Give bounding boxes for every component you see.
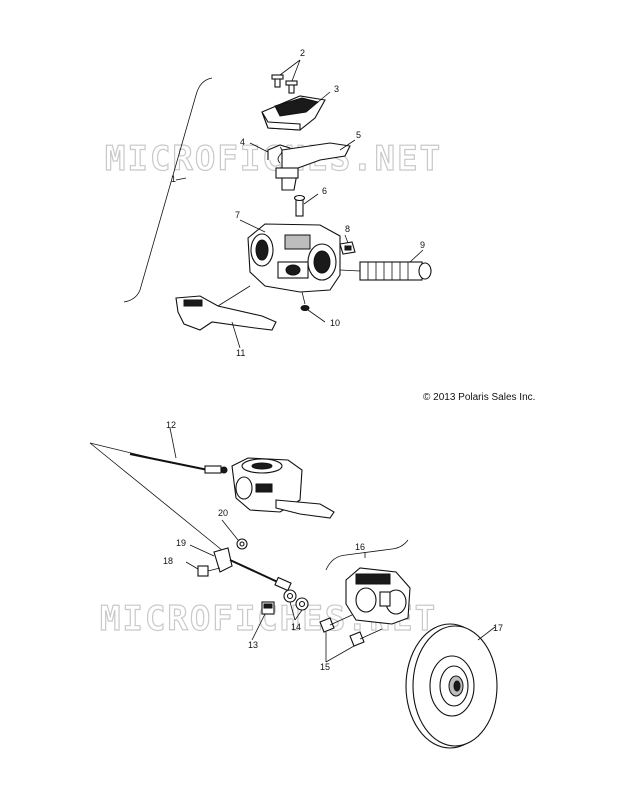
leader-4 (249, 142, 269, 153)
leader-19 (189, 544, 215, 557)
leader-5 (339, 139, 356, 151)
callout-14: 14 (291, 622, 301, 632)
leader-15b (325, 645, 355, 663)
callout-7: 7 (235, 210, 240, 220)
leader-10 (307, 309, 326, 323)
caliper-part-16 (345, 567, 411, 625)
cover-part-3 (261, 95, 326, 131)
pin-part-6 (293, 194, 306, 217)
leader-18 (185, 561, 199, 570)
lever-part-5 (275, 142, 351, 191)
leader-11 (231, 321, 241, 349)
brake-line (229, 559, 292, 592)
callout-8: 8 (345, 224, 350, 234)
callout-17: 17 (493, 623, 503, 633)
caliper-bolts-part-15 (319, 614, 383, 647)
callout-9: 9 (420, 240, 425, 250)
callout-2: 2 (300, 48, 305, 58)
leader-8 (344, 234, 349, 244)
callout-15: 15 (320, 662, 330, 672)
callout-3: 3 (334, 84, 339, 94)
leader-14a (289, 601, 296, 621)
leader-2a (279, 59, 301, 76)
leader-3 (317, 91, 331, 103)
leader-1 (175, 177, 187, 181)
callout-6: 6 (322, 186, 327, 196)
leader-7 (239, 219, 266, 233)
callout-10: 10 (330, 318, 340, 328)
guide-line-a (89, 442, 229, 556)
pin-line (301, 291, 306, 305)
rod-part-12 (129, 453, 228, 474)
leader-2b (291, 59, 301, 82)
callout-4: 4 (240, 137, 245, 147)
callout-12: 12 (166, 420, 176, 430)
screws-part-2 (271, 74, 298, 94)
callout-16: 16 (355, 542, 365, 552)
callout-13: 13 (248, 640, 258, 650)
bracket-part-19 (213, 547, 233, 573)
bolt-part-18 (197, 565, 221, 577)
lower-master-cylinder (231, 457, 335, 519)
assembly-bracket (123, 77, 213, 303)
leader-6 (303, 193, 319, 205)
leader-13 (251, 613, 266, 641)
callout-11: 11 (236, 348, 245, 358)
callout-1: 1 (171, 174, 176, 184)
switch-part-8 (339, 241, 356, 255)
callout-19: 19 (176, 538, 186, 548)
plunger-part-9 (339, 261, 432, 281)
washer-part-20 (236, 538, 248, 550)
leader-20 (221, 519, 239, 541)
callout-20: 20 (218, 508, 228, 518)
callout-18: 18 (163, 556, 173, 566)
copyright-text: © 2013 Polaris Sales Inc. (423, 392, 535, 403)
caliper-bracket (325, 539, 409, 571)
rotor-part-17 (405, 623, 498, 749)
banjo-bolt-part-13 (261, 601, 275, 615)
brake-lever-part-11 (175, 285, 277, 331)
callout-5: 5 (356, 130, 361, 140)
leader-17 (477, 626, 496, 641)
leader-12 (169, 427, 177, 459)
master-cylinder-part-7 (247, 223, 341, 293)
leader-14b (294, 609, 303, 621)
leader-9 (409, 249, 424, 263)
clip-part-10 (300, 305, 310, 311)
